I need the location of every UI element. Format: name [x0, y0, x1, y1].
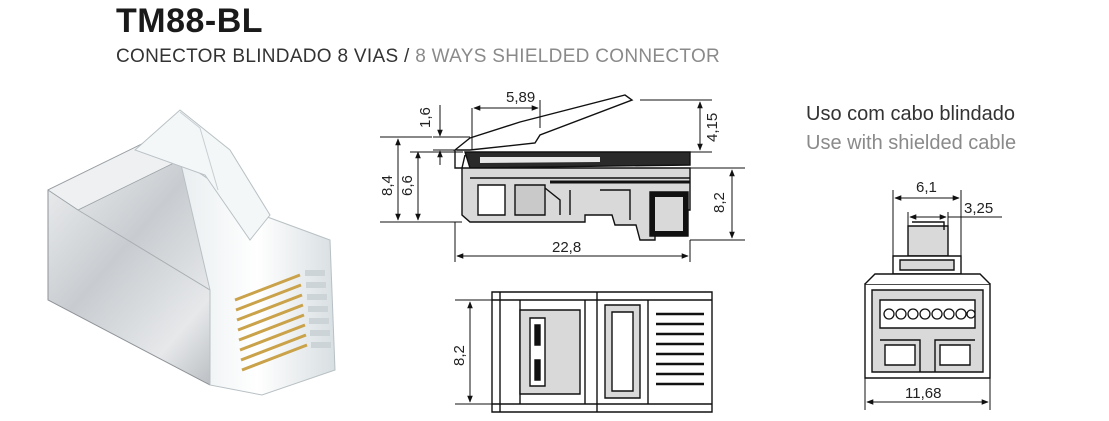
dim-overall-length: 22,8	[552, 239, 581, 256]
subtitle-en: 8 WAYS SHIELDED CONNECTOR	[415, 46, 721, 67]
side-view-dimensions	[380, 99, 745, 262]
dim-latch-inner-width: 3,25	[964, 200, 993, 217]
connector-photo	[47, 109, 336, 396]
usage-note-pt: Uso com cabo blindado	[806, 103, 1016, 125]
subtitle-separator: /	[404, 46, 410, 67]
dim-body-height: 6,6	[399, 175, 416, 196]
dim-top-view-height: 8,2	[451, 345, 468, 366]
dim-latch-rise: 4,15	[704, 113, 721, 142]
dim-latch-width: 6,1	[916, 179, 937, 196]
dim-latch-thickness: 1,6	[417, 107, 434, 128]
dim-top-length: 5,89	[506, 89, 535, 106]
dim-side-height: 8,2	[711, 192, 728, 213]
subtitle-pt: CONECTOR BLINDADO 8 VIAS	[116, 46, 399, 67]
top-view-dimensions	[455, 299, 492, 405]
front-view-drawing	[864, 221, 991, 379]
front-view-dimensions	[864, 190, 1002, 410]
side-view-drawing	[453, 94, 691, 241]
product-subtitle: CONECTOR BLINDADO 8 VIAS / 8 WAYS SHIELD…	[116, 46, 720, 68]
usage-note-en: Use with shielded cable	[806, 132, 1017, 154]
dim-overall-height: 8,4	[379, 175, 396, 196]
product-title: TM88-BL	[116, 2, 264, 40]
dim-front-width: 11,68	[905, 385, 941, 402]
top-view-drawing	[491, 291, 713, 413]
